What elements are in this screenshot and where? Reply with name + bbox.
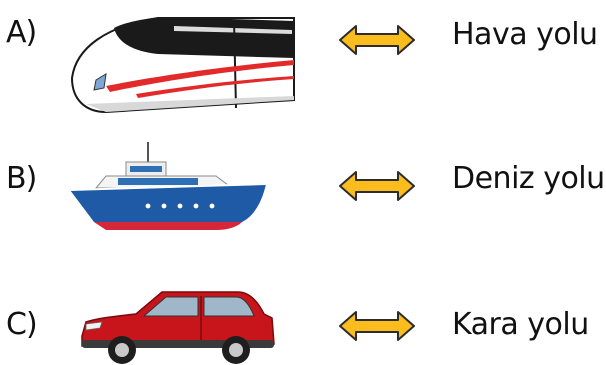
car-icon (78, 288, 278, 365)
transport-mode-c: Kara yolu (452, 310, 589, 340)
option-letter-c: C) (6, 310, 37, 340)
high-speed-train-icon (66, 8, 298, 120)
double-arrow-icon (338, 310, 416, 342)
ship-icon (66, 140, 278, 236)
double-arrow-icon (338, 24, 416, 56)
double-arrow-icon (338, 170, 416, 202)
transport-mode-b: Deniz yolu (452, 164, 605, 194)
transport-mode-a: Hava yolu (452, 20, 598, 50)
option-letter-b: B) (6, 164, 36, 194)
option-letter-a: A) (6, 18, 36, 48)
